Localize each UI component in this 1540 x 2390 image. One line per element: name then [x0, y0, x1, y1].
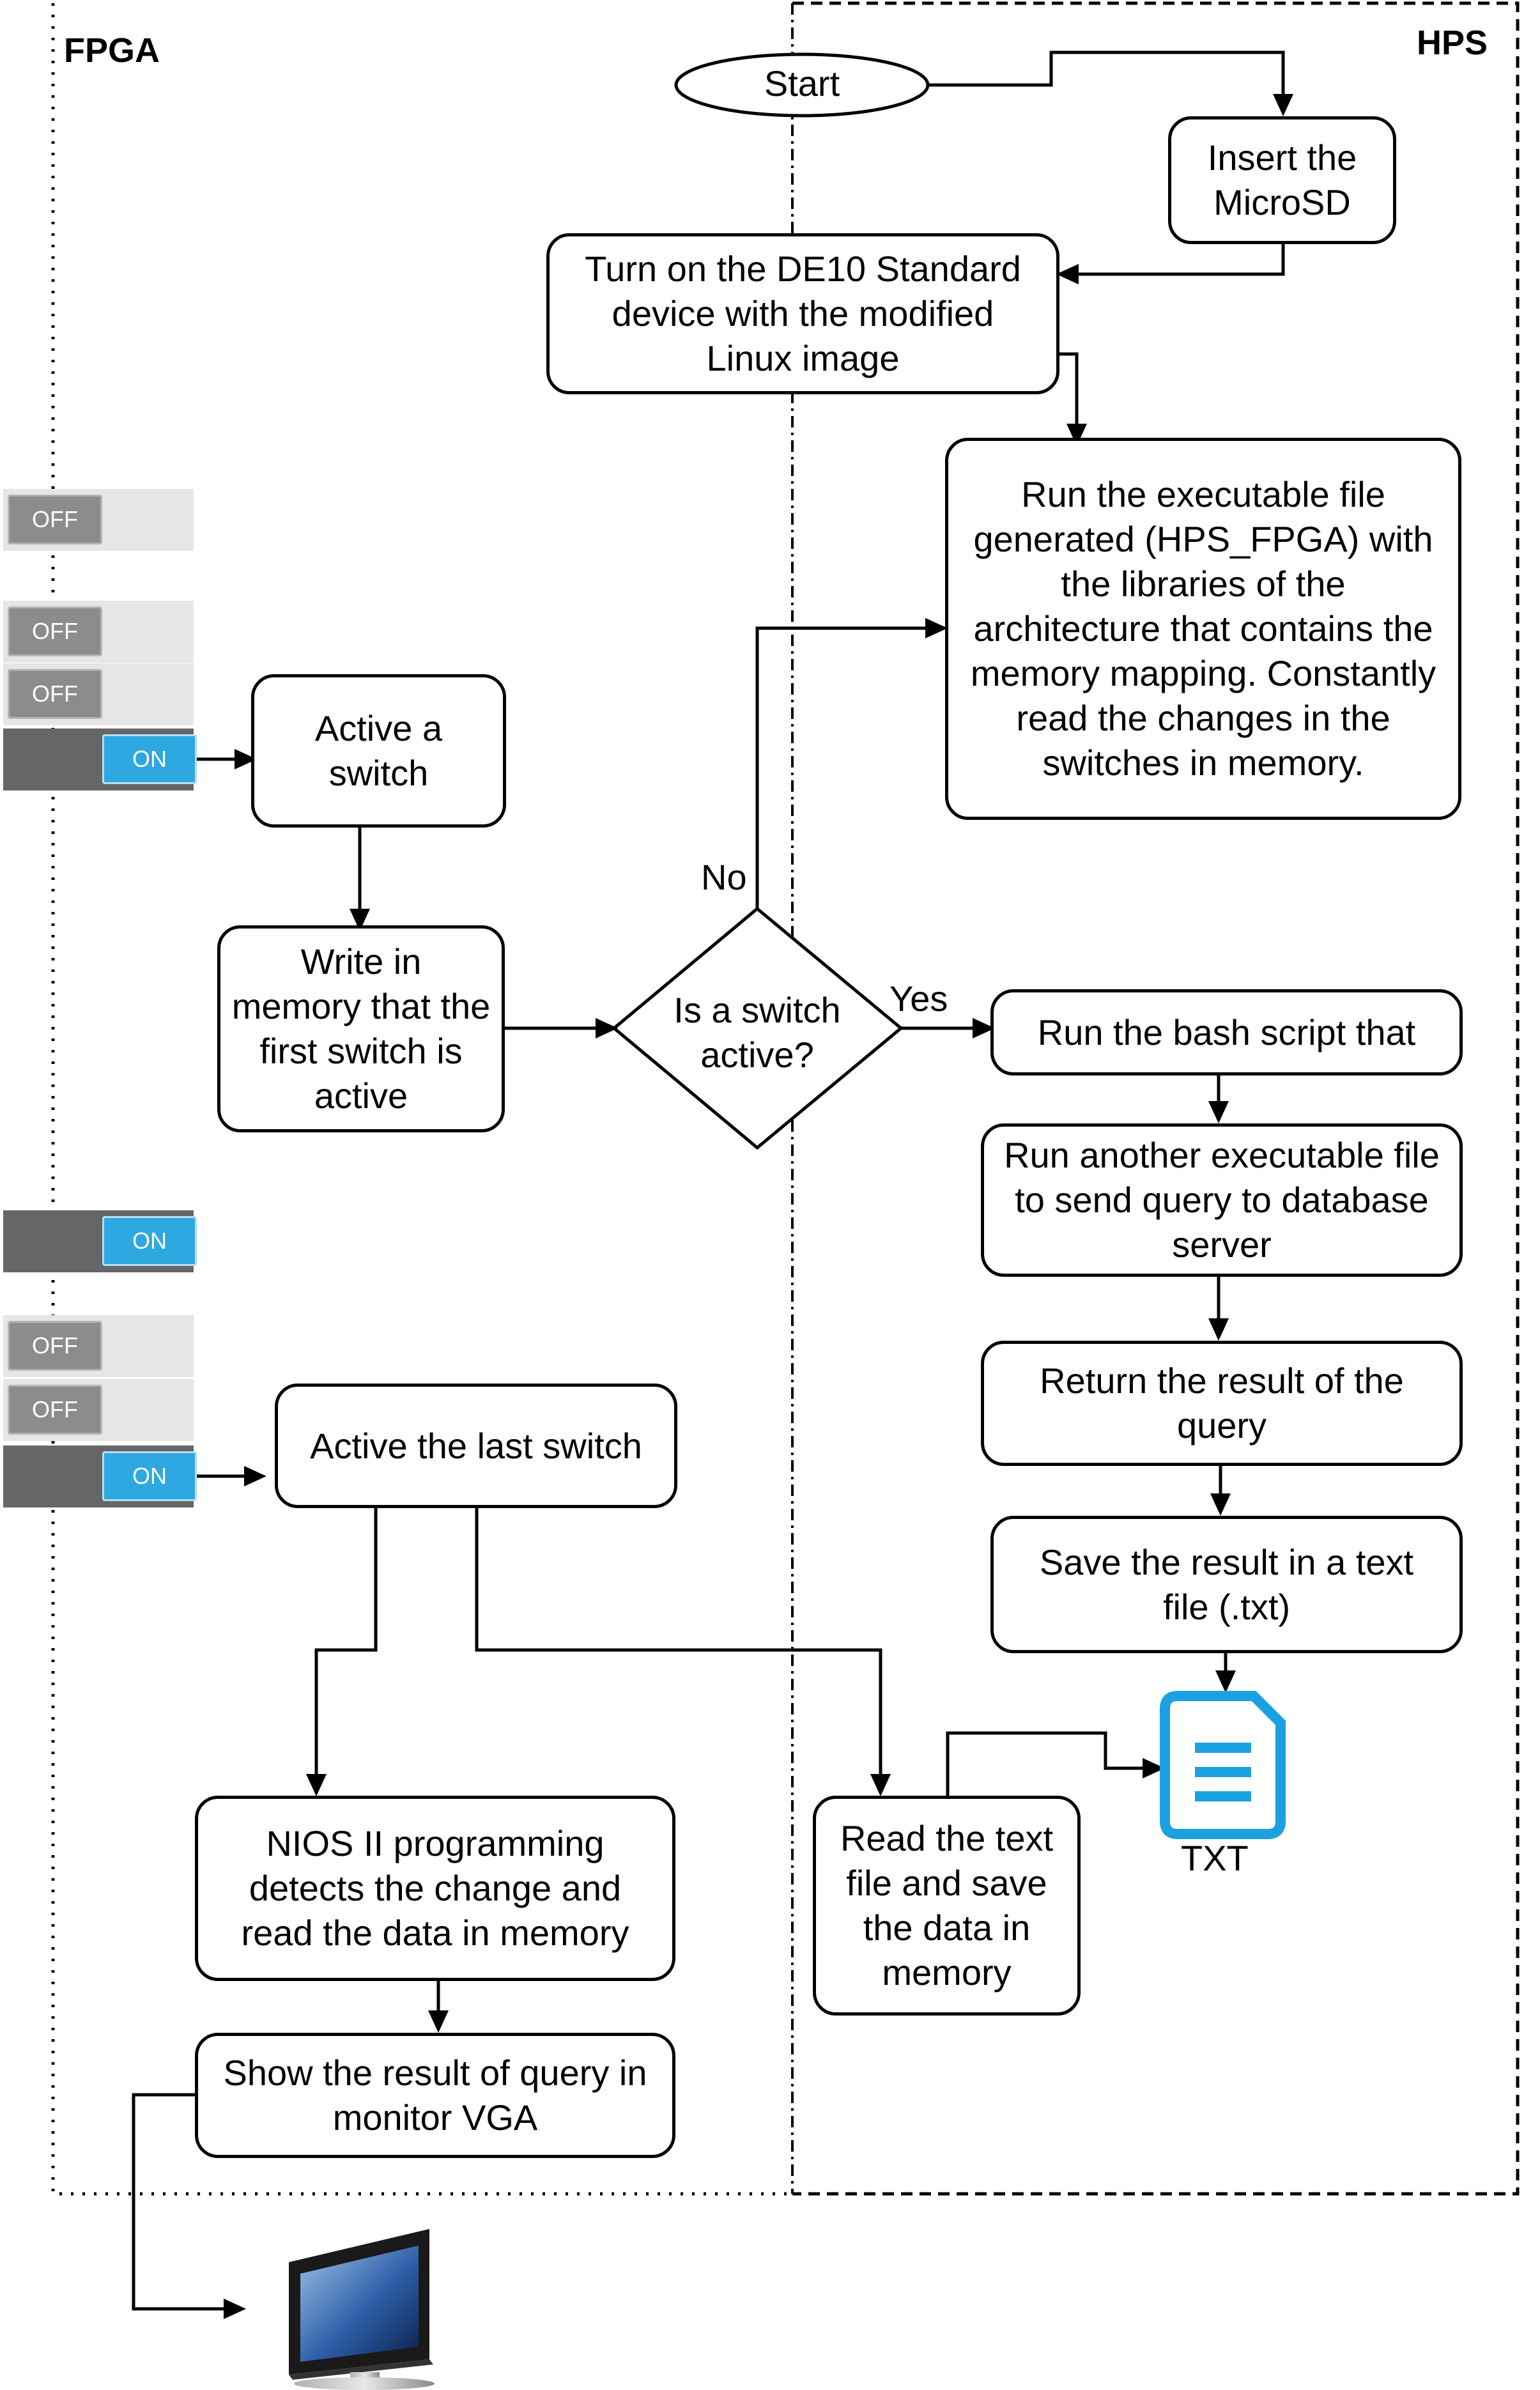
- toggle-switch-label: OFF: [8, 669, 102, 719]
- monitor-icon: [289, 2229, 435, 2390]
- save-result-box: Save the result in a text file (.txt): [990, 1516, 1463, 1653]
- toggle-switch-label: OFF: [8, 606, 102, 656]
- read-text-file-text: Read the text file and save the data in …: [840, 1818, 1054, 1993]
- toggle-switch-label: OFF: [8, 495, 102, 544]
- edge-readtext-to-file: [946, 1731, 1155, 1797]
- toggle-switch-label: ON: [102, 734, 197, 784]
- arrowheads: [224, 94, 1293, 2319]
- active-switch-box: Active a switch: [251, 674, 506, 828]
- toggle-switch-label: ON: [102, 1451, 197, 1501]
- nios-programming-box: NIOS II programming detects the change a…: [195, 1796, 675, 1981]
- write-memory-box: Write in memory that the first switch is…: [217, 925, 505, 1132]
- run-executable-text: Run the executable file generated (HPS_F…: [970, 474, 1436, 783]
- return-result-text: Return the result of the query: [1040, 1361, 1404, 1446]
- text-file-icon: [1160, 1691, 1286, 1839]
- toggle-switch[interactable]: OFF: [3, 489, 194, 551]
- toggle-switch[interactable]: OFF: [3, 663, 194, 725]
- toggle-switch-label: OFF: [8, 1385, 102, 1435]
- toggle-switch[interactable]: OFF: [3, 1379, 194, 1441]
- start-label: Start: [764, 63, 840, 104]
- decision-diamond: [612, 906, 904, 1150]
- run-bash-text: Run the bash script that: [1037, 1012, 1416, 1052]
- active-switch-text: Active a switch: [314, 708, 443, 793]
- fpga-region-title: FPGA: [64, 31, 160, 70]
- show-result-box: Show the result of query in monitor VGA: [195, 2033, 675, 2158]
- turn-on-device-text: Turn on the DE10 Standard device with th…: [585, 249, 1021, 378]
- text-file-label: TXT: [1181, 1838, 1249, 1878]
- turn-on-device-box: Turn on the DE10 Standard device with th…: [546, 233, 1059, 394]
- hps-region-border: [792, 1, 1520, 2196]
- toggle-switch-label: ON: [102, 1216, 197, 1266]
- edge-last-to-readtext: [475, 1508, 882, 1784]
- insert-microsd-box: Insert the MicroSD: [1168, 116, 1396, 244]
- decision-text: Is a switch active?: [674, 990, 841, 1075]
- active-last-switch-box: Active the last switch: [275, 1384, 677, 1508]
- toggle-switch[interactable]: OFF: [3, 1315, 194, 1377]
- nios-programming-text: NIOS II programming detects the change a…: [241, 1823, 629, 1953]
- run-executable-box: Run the executable file generated (HPS_F…: [945, 438, 1461, 820]
- insert-microsd-text: Insert the MicroSD: [1207, 137, 1357, 222]
- edge-decision-no: [755, 626, 943, 909]
- return-result-box: Return the result of the query: [981, 1341, 1463, 1466]
- edge-turnon-to-runexec: [1058, 352, 1079, 435]
- run-another-text: Run another executable file to send quer…: [1004, 1135, 1440, 1265]
- edges: [132, 50, 1285, 2311]
- toggle-switch[interactable]: OFF: [3, 601, 194, 663]
- edge-insert-to-turnon: [1066, 238, 1285, 276]
- edge-label-yes: Yes: [889, 978, 948, 1019]
- show-result-text: Show the result of query in monitor VGA: [223, 2053, 647, 2138]
- edge-label-no: No: [701, 857, 747, 897]
- edge-last-to-nios: [314, 1508, 378, 1784]
- run-another-box: Run another executable file to send quer…: [981, 1123, 1463, 1277]
- edge-show-to-monitor: [132, 2093, 235, 2311]
- toggle-switch[interactable]: ON: [3, 729, 197, 790]
- toggle-switch-label: OFF: [8, 1321, 102, 1371]
- toggle-switch[interactable]: ON: [3, 1210, 197, 1272]
- active-last-switch-text: Active the last switch: [310, 1425, 642, 1466]
- edge-start-to-insert: [928, 50, 1285, 110]
- hps-region-title: HPS: [1417, 24, 1488, 62]
- toggle-switch[interactable]: ON: [3, 1446, 197, 1507]
- write-memory-text: Write in memory that the first switch is…: [231, 941, 491, 1116]
- run-bash-box: Run the bash script that: [990, 989, 1463, 1076]
- read-text-file-box: Read the text file and save the data in …: [813, 1796, 1081, 2016]
- save-result-text: Save the result in a text file (.txt): [1039, 1541, 1414, 1627]
